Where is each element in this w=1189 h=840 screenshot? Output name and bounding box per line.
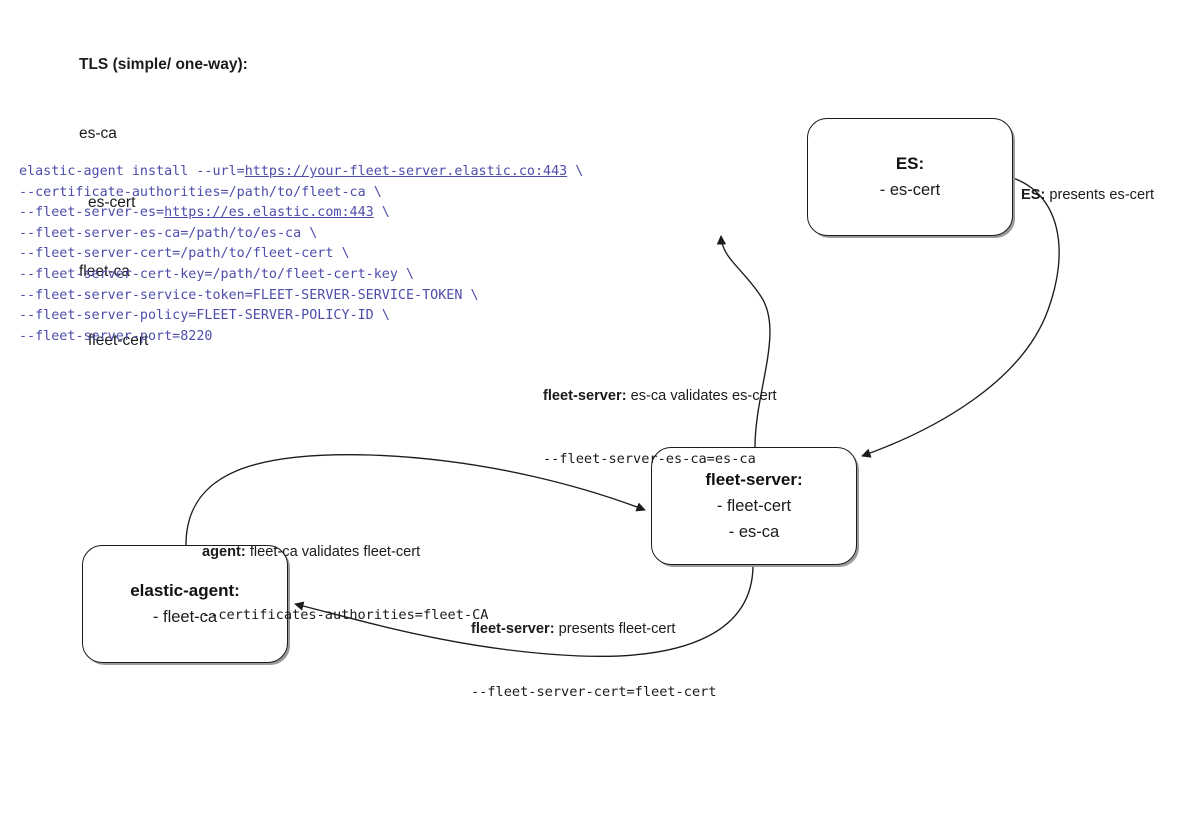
install-command-line: --fleet-server-cert=/path/to/fleet-cert … (19, 244, 583, 265)
install-command-line: --fleet-server-service-token=FLEET-SERVE… (19, 286, 583, 307)
edge-label-agent-validates-bold: agent: (202, 544, 246, 560)
node-es-line-0: - es-cert (879, 181, 941, 199)
install-command-text: elastic-agent install --url= (19, 164, 245, 179)
edge-label-es-presents: ES: presents es-cert (1021, 143, 1154, 227)
tls-legend-line-es-cert: es-cert (88, 194, 136, 211)
edge-label-fleet-server-presents-flag: --fleet-server-cert=fleet-cert (471, 684, 717, 700)
edge-label-fleet-server-presents-bold: fleet-server: (471, 621, 555, 637)
edge-label-fleet-server-validates: fleet-server: es-ca validates es-cert --… (543, 344, 777, 491)
install-command-line: --fleet-server-es=https://es.elastic.com… (19, 203, 583, 224)
edge-es-to-fleet-server (861, 177, 1060, 458)
install-command-text: --fleet-server-es= (19, 205, 165, 221)
install-command-line: --fleet-server-policy=FLEET-SERVER-POLIC… (19, 306, 583, 327)
edge-label-agent-validates-flag: --certificates-authorities=fleet-CA (202, 607, 489, 623)
node-elastic-agent-title: elastic-agent: (130, 581, 240, 600)
install-command-line: --fleet-server-cert-key=/path/to/fleet-c… (19, 265, 583, 286)
node-fleet-server-title: fleet-server: (705, 470, 803, 489)
edge-label-fleet-server-validates-flag: --fleet-server-es-ca=es-ca (543, 451, 756, 467)
install-command-line: --fleet-server-es-ca=/path/to/es-ca \ (19, 224, 583, 245)
install-command-text: \ (567, 164, 584, 179)
install-command-text: --fleet-server-port=8220 (19, 328, 213, 344)
edge-fleet-server-to-es (716, 235, 771, 448)
edge-label-agent-validates: agent: fleet-ca validates fleet-cert --c… (202, 500, 488, 647)
node-fleet-server[interactable]: fleet-server: - fleet-cert - es-ca (651, 447, 857, 565)
install-command-text: --fleet-server-es-ca=/path/to/es-ca \ (19, 225, 318, 241)
install-command-block: elastic-agent install --url=https://your… (19, 162, 583, 347)
install-command-line: --certificate-authorities=/path/to/fleet… (19, 183, 583, 204)
tls-legend-line-fleet-ca: fleet-ca (79, 263, 130, 280)
edge-fleet-server-to-agent (294, 564, 754, 658)
edge-label-fleet-server-presents-rest: presents fleet-cert (554, 621, 676, 637)
node-es-title: ES: (895, 154, 925, 173)
edge-label-es-presents-bold: ES: (1021, 187, 1046, 203)
install-command-text: --fleet-server-cert=/path/to/fleet-cert … (19, 246, 350, 262)
node-es[interactable]: ES: - es-cert (807, 118, 1013, 236)
edge-label-fleet-server-validates-rest: es-ca validates es-cert (626, 388, 777, 404)
edge-label-agent-validates-rest: fleet-ca validates fleet-cert (245, 544, 421, 560)
edge-label-es-presents-rest: presents es-cert (1045, 187, 1155, 203)
tls-legend-line-fleet-cert: fleet-cert (88, 332, 149, 349)
tls-legend: TLS (simple/ one-way): es-ca es-cert fle… (79, 7, 248, 375)
node-elastic-agent[interactable]: elastic-agent: - fleet-ca (82, 545, 288, 663)
edge-agent-to-fleet-server (185, 454, 646, 546)
install-command-text: --fleet-server-service-token=FLEET-SERVE… (19, 287, 479, 303)
node-elastic-agent-line-0: - fleet-ca (152, 608, 218, 626)
install-command-line: --fleet-server-port=8220 (19, 327, 583, 348)
node-fleet-server-line-1: - es-ca (728, 523, 780, 541)
install-command-text: --fleet-server-policy=FLEET-SERVER-POLIC… (19, 308, 390, 324)
node-fleet-server-line-0: - fleet-cert (716, 497, 792, 515)
install-command-line: elastic-agent install --url=https://your… (19, 162, 583, 183)
install-command-url-link[interactable]: https://es.elastic.com:443 (164, 205, 374, 221)
edge-label-fleet-server-validates-bold: fleet-server: (543, 388, 627, 404)
install-command-text: \ (373, 205, 390, 221)
install-command-text: --fleet-server-cert-key=/path/to/fleet-c… (19, 266, 415, 282)
tls-legend-title: TLS (simple/ one-way): (79, 56, 248, 73)
tls-legend-line-es-ca: es-ca (79, 125, 117, 142)
install-command-text: --certificate-authorities=/path/to/fleet… (19, 184, 382, 200)
install-command-url-link[interactable]: https://your-fleet-server.elastic.co:443 (244, 164, 568, 179)
edge-label-fleet-server-presents: fleet-server: presents fleet-cert --flee… (471, 577, 717, 724)
